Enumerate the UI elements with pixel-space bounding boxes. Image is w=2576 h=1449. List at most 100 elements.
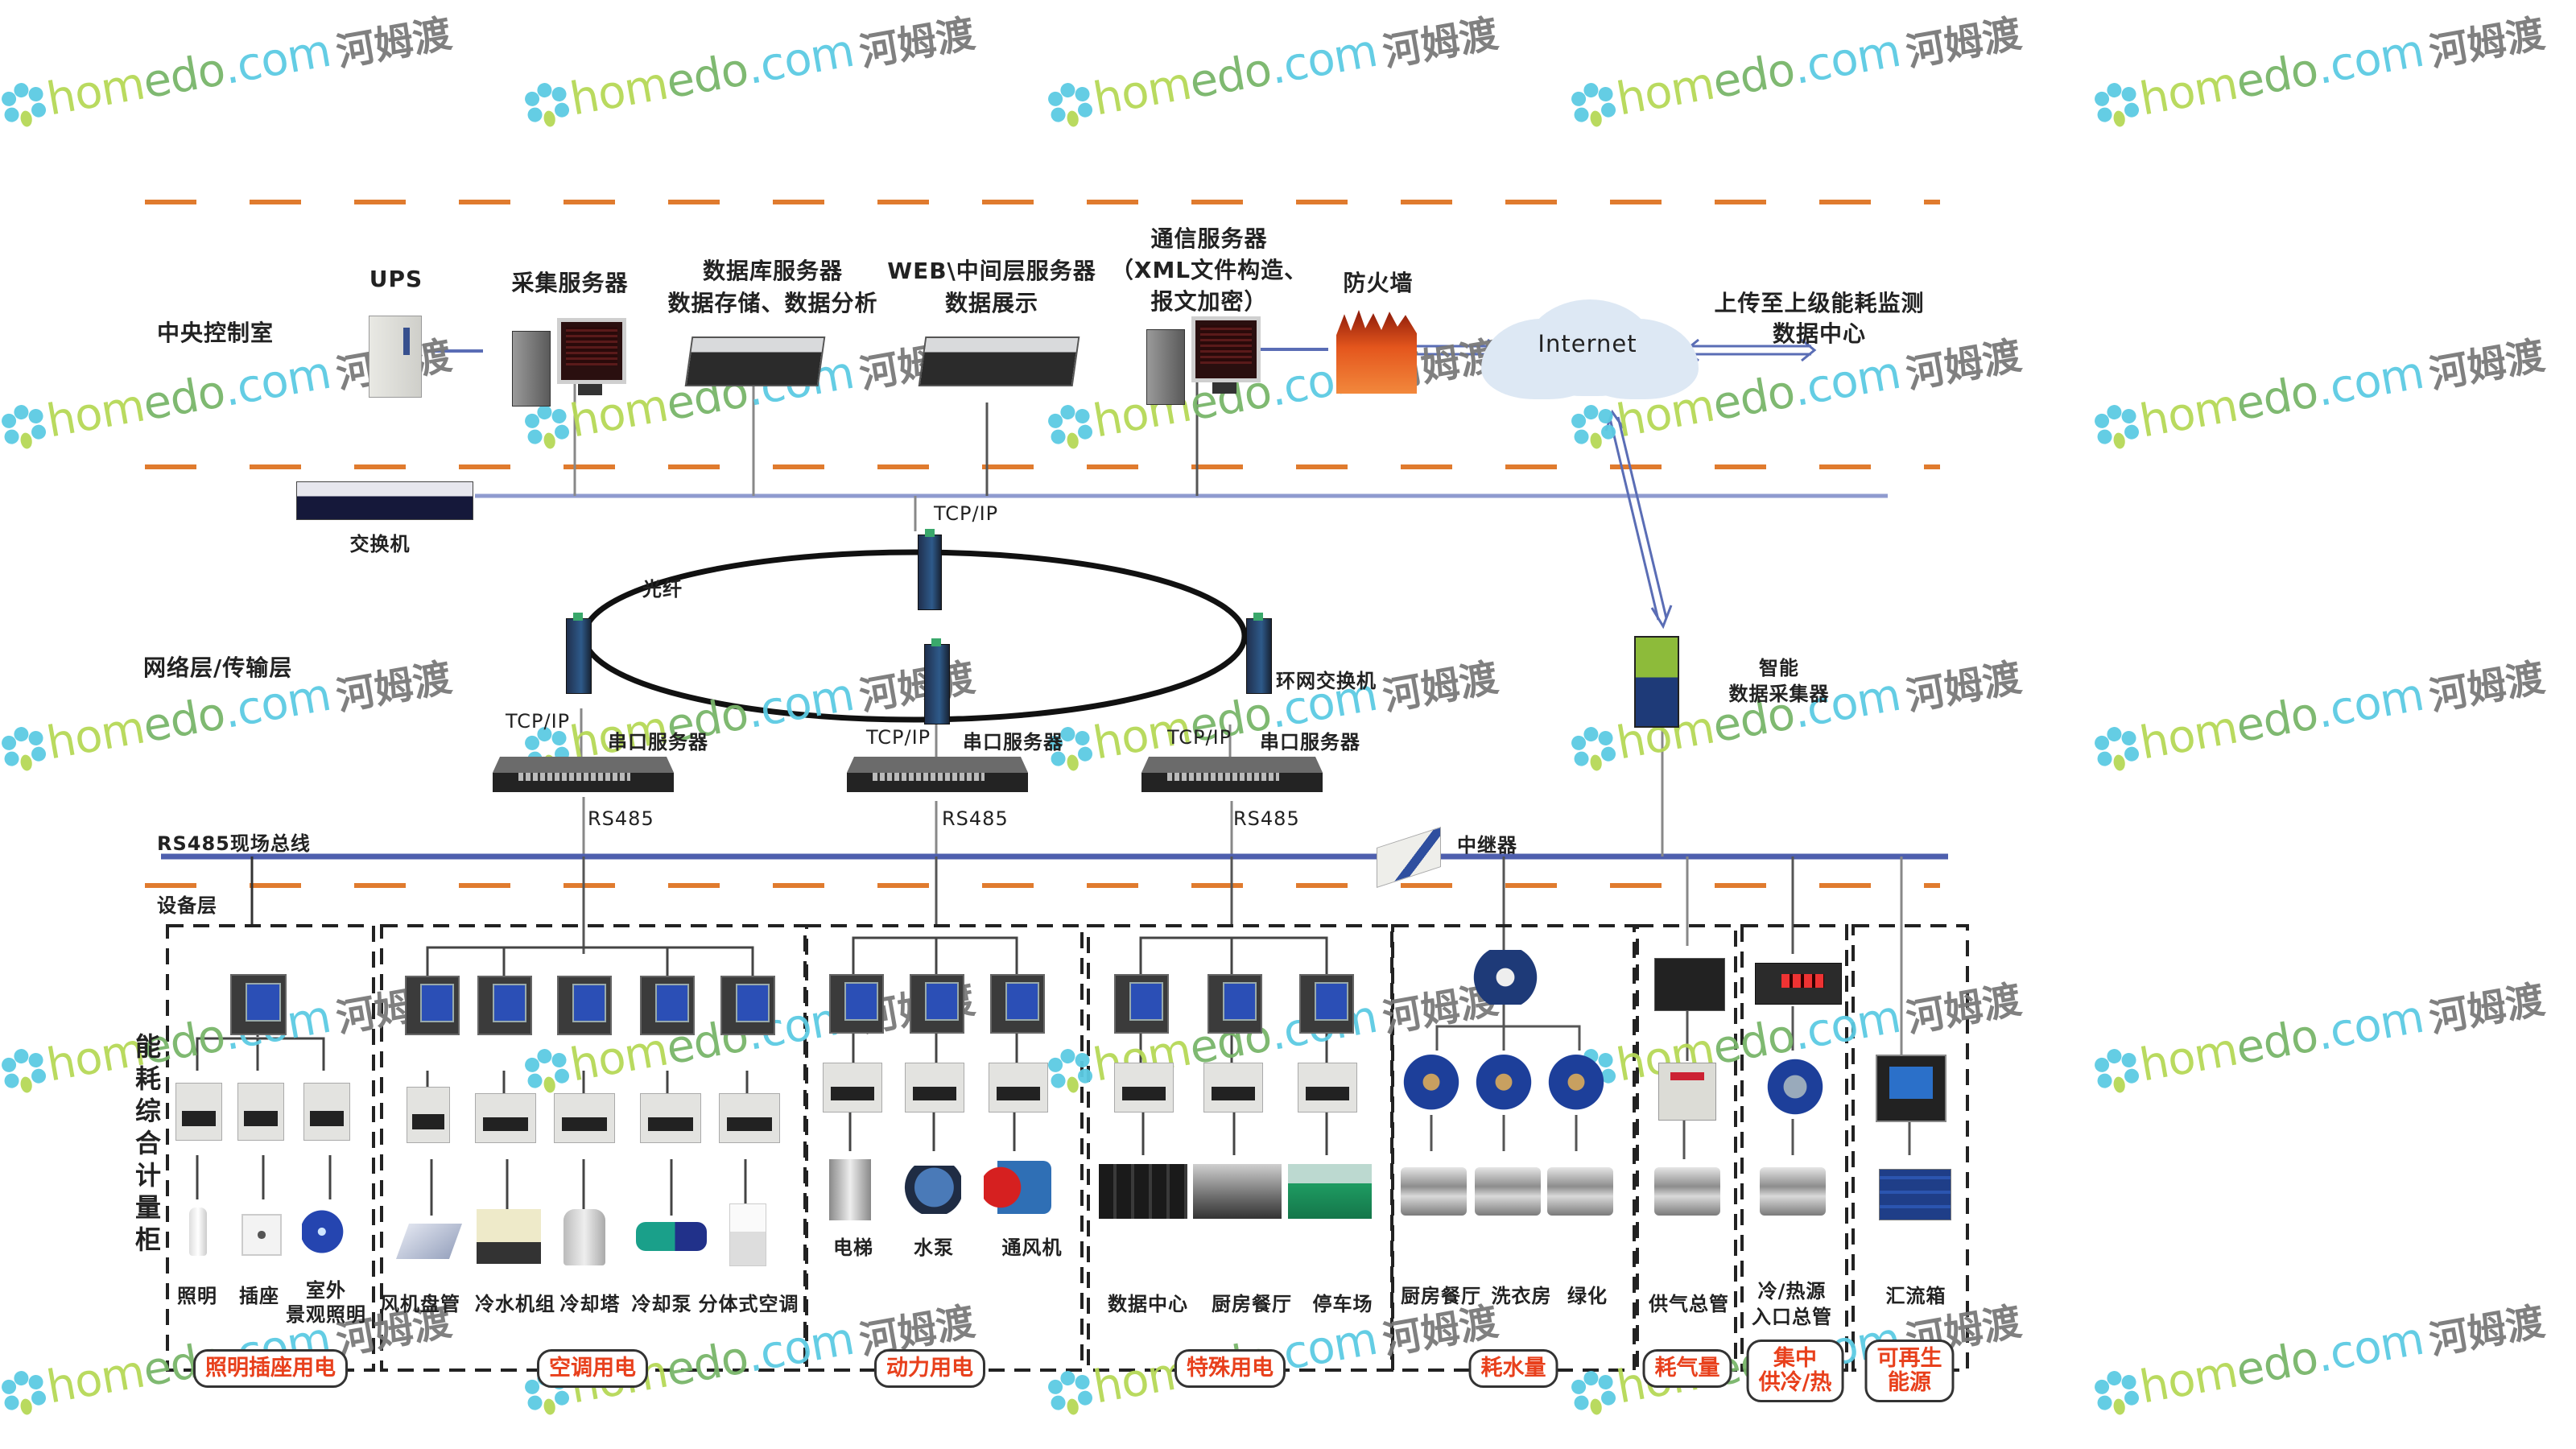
power-meter-icon[interactable] (477, 976, 532, 1035)
power-meter-icon[interactable] (1299, 974, 1354, 1034)
load-label: 洗衣房 (1491, 1285, 1552, 1307)
category-badge-ac: 空调用电 (537, 1349, 648, 1388)
fiber-ring (581, 549, 1248, 723)
layer-label-central: 中央控制室 (157, 320, 275, 346)
fiber-label: 光纤 (642, 578, 683, 601)
smart-collector-label: 智能 (1759, 657, 1799, 679)
rs485-right-label: RS485 (1233, 807, 1300, 830)
smart-collector-desc: 数据采集器 (1728, 683, 1830, 705)
energy-meter-icon[interactable] (175, 1083, 222, 1141)
energy-meter-icon[interactable] (475, 1093, 536, 1143)
serial-server-left-icon[interactable] (493, 757, 674, 792)
kitchen-photo (1193, 1164, 1282, 1219)
heat-display-icon[interactable] (1755, 963, 1842, 1005)
energy-meter-icon[interactable] (1298, 1063, 1357, 1113)
power-meter-icon[interactable] (230, 974, 287, 1035)
load-label: 厨房餐厅 (1212, 1293, 1292, 1315)
load-label: 冷水机组 (475, 1293, 555, 1315)
power-meter-icon[interactable] (990, 974, 1045, 1034)
energy-meter-icon[interactable] (554, 1093, 615, 1143)
load-label: 汇流箱 (1885, 1285, 1946, 1307)
db-server-label: 数据库服务器 (702, 258, 844, 284)
comm-server-desc-1: （XML文件构造、 (1110, 257, 1308, 283)
water-meter-icon[interactable] (1401, 1055, 1462, 1116)
water-pump-icon (894, 1166, 961, 1214)
serial-server-mid-icon[interactable] (847, 757, 1028, 792)
web-server-icon[interactable] (918, 336, 1080, 386)
power-meter-icon[interactable] (910, 974, 964, 1034)
internet-cloud-icon[interactable] (1521, 299, 1658, 396)
db-server-desc: 数据存储、数据分析 (667, 290, 878, 316)
power-meter-icon[interactable] (1208, 974, 1262, 1034)
upload-desc: 数据中心 (1772, 320, 1867, 347)
misc-drops (1682, 1006, 1911, 1159)
power-meter-icon[interactable] (640, 976, 695, 1035)
load-label: 停车场 (1312, 1293, 1373, 1315)
power-meter-icon[interactable] (405, 976, 460, 1035)
group-box-renewable (1852, 924, 1969, 1372)
socket-icon (242, 1214, 282, 1256)
power-meter-icon[interactable] (1114, 974, 1169, 1034)
chiller-icon (477, 1209, 541, 1264)
load-label: 绿化 (1567, 1285, 1608, 1307)
water-meter-icon[interactable] (1473, 1055, 1534, 1116)
serial-server-right-icon[interactable] (1141, 757, 1323, 792)
main-switch-icon[interactable] (296, 481, 473, 520)
energy-meter-icon[interactable] (823, 1063, 882, 1113)
ring-switch-mid-icon[interactable] (924, 638, 950, 724)
energy-meter-icon[interactable] (905, 1063, 964, 1113)
load-label: 厨房餐厅 (1401, 1285, 1481, 1307)
smart-collector-icon[interactable] (1634, 636, 1679, 728)
energy-meter-icon[interactable] (237, 1083, 284, 1141)
power-meter-icon[interactable] (557, 976, 612, 1035)
power-meter-icon[interactable] (720, 976, 775, 1035)
category-badge-water: 耗水量 (1468, 1349, 1558, 1388)
ring-switch-top-icon[interactable] (918, 529, 942, 610)
db-server-icon[interactable] (684, 336, 826, 386)
energy-meter-icon[interactable] (1203, 1063, 1263, 1113)
tcpip-top-label: TCP/IP (934, 502, 999, 525)
gas-meter-icon[interactable] (1658, 1063, 1716, 1121)
ventilation-fan-icon (984, 1161, 1051, 1214)
energy-meter-icon[interactable] (989, 1063, 1048, 1113)
pipe-icon (1547, 1167, 1613, 1216)
serial-server-mid-label: 串口服务器 (963, 731, 1063, 753)
layer-label-metering-cabinet: 能耗综合计量柜 (135, 1031, 163, 1255)
category-badge-lighting: 照明插座用电 (193, 1349, 348, 1388)
power-meter-icon[interactable] (829, 974, 884, 1034)
ring-switch-right-icon[interactable] (1246, 613, 1272, 694)
main-water-meter-icon[interactable] (1470, 950, 1541, 1005)
split-ac-icon (729, 1203, 766, 1266)
comm-server-icon[interactable] (1146, 316, 1261, 405)
layer-label-device: 设备层 (157, 894, 217, 917)
ring-switch-left-icon[interactable] (566, 613, 592, 694)
pipe-icon (1475, 1167, 1541, 1216)
repeater-label: 中继器 (1457, 834, 1517, 857)
web-server-desc: 数据展示 (944, 290, 1039, 316)
energy-meter-icon[interactable] (1114, 1063, 1174, 1113)
data-center-photo (1099, 1164, 1187, 1219)
energy-meter-icon[interactable] (640, 1093, 701, 1143)
tcpip-right-label: TCP/IP (1167, 726, 1232, 749)
energy-meter-icon[interactable] (407, 1087, 450, 1143)
internet-upload-arrow (1683, 338, 1817, 362)
pipe-icon (1654, 1167, 1720, 1216)
collection-server-label: 采集服务器 (511, 270, 629, 296)
gas-controller-icon[interactable] (1654, 958, 1725, 1011)
serial-server-left-label: 串口服务器 (608, 731, 708, 753)
tcpip-left-label: TCP/IP (506, 710, 571, 733)
power-tree (848, 936, 1018, 1151)
special-tree (1139, 936, 1328, 1155)
water-meter-icon[interactable] (1546, 1055, 1607, 1116)
load-label: 数据中心 (1108, 1293, 1188, 1315)
energy-meter-icon[interactable] (719, 1093, 780, 1143)
energy-meter-icon[interactable] (303, 1083, 350, 1141)
ups-icon[interactable] (369, 316, 422, 398)
pv-meter-icon[interactable] (1876, 1055, 1946, 1122)
firewall-label: 防火墙 (1343, 270, 1414, 296)
heat-meter-icon[interactable] (1763, 1055, 1827, 1119)
load-label: 冷/热源 入口总管 (1752, 1280, 1832, 1328)
combiner-box-icon (1879, 1169, 1951, 1220)
collection-server-icon[interactable] (512, 318, 626, 407)
pipe-icon (1401, 1167, 1467, 1216)
